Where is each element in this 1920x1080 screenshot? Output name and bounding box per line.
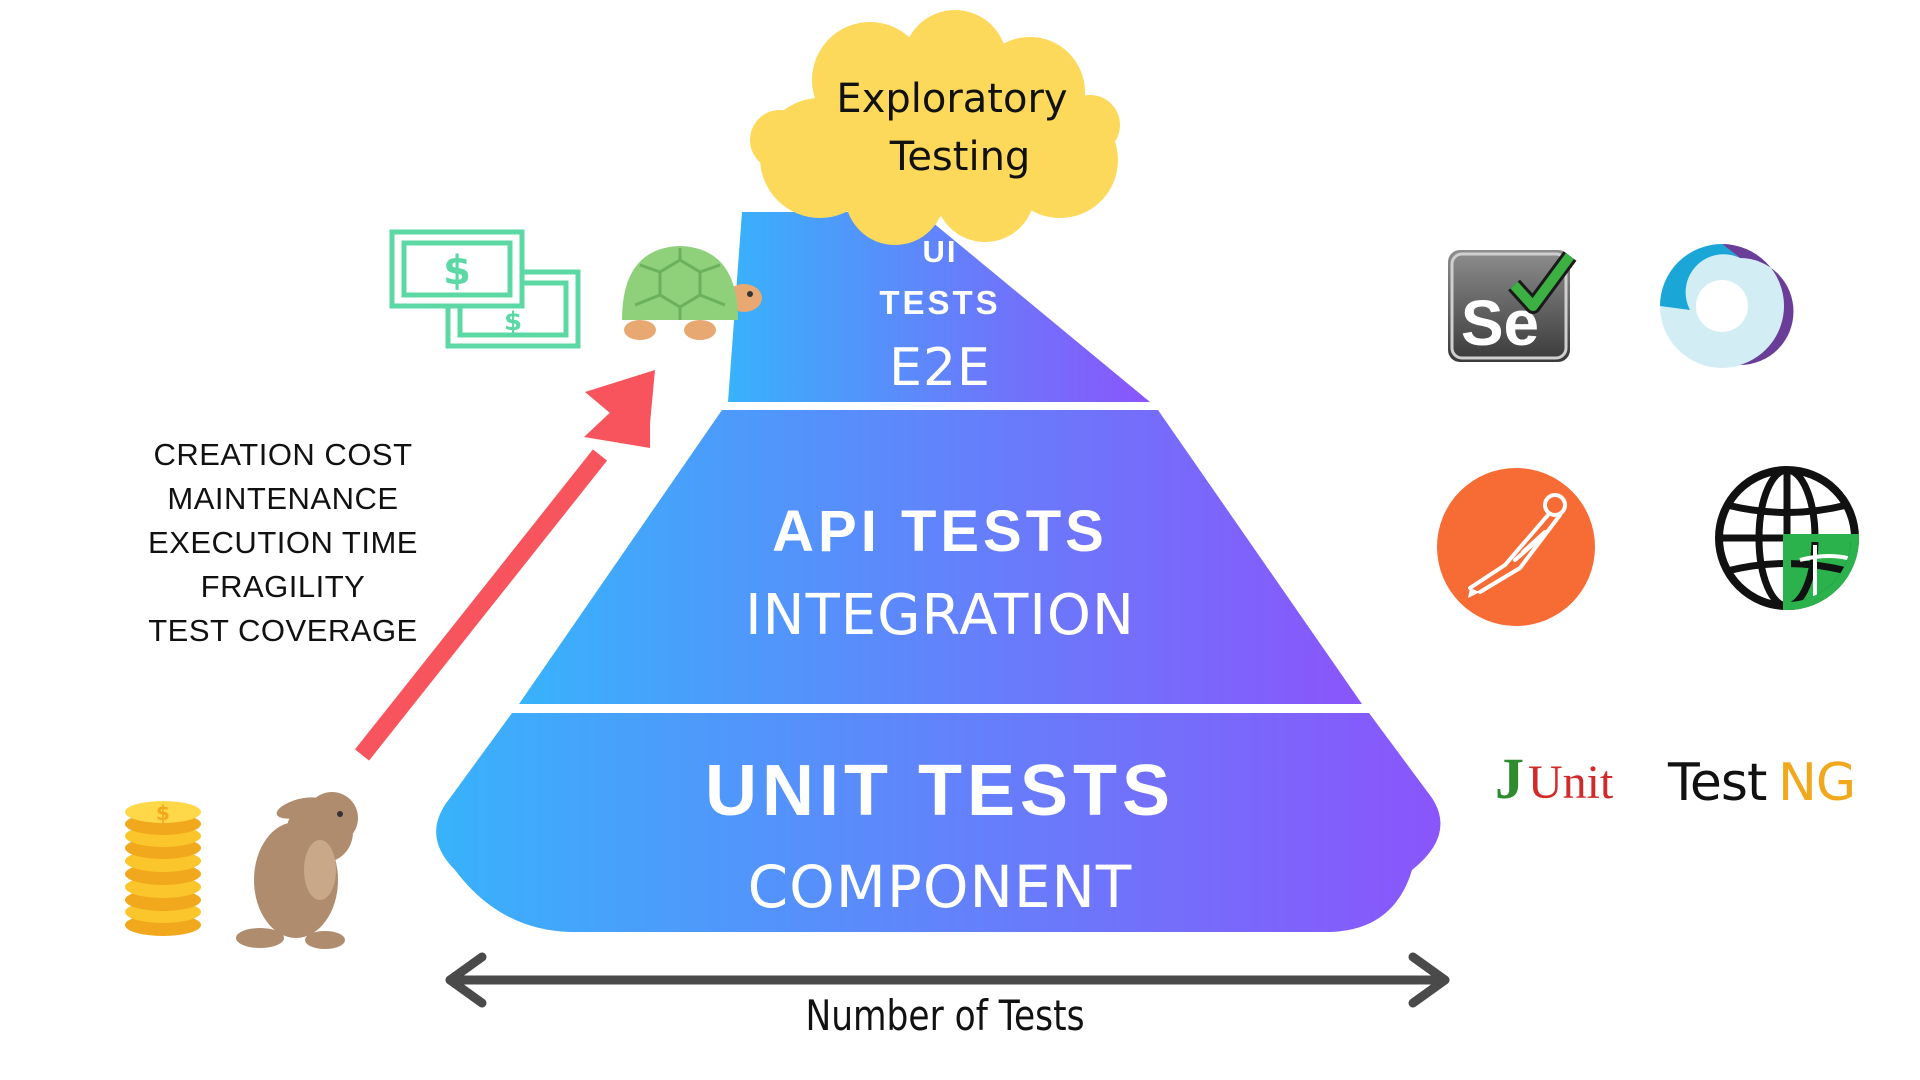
factor-maintenance: MAINTENANCE bbox=[167, 481, 399, 516]
unit-tests-label: UNIT TESTS bbox=[705, 751, 1175, 831]
exploratory-cloud bbox=[750, 10, 1120, 245]
double-arrow-icon bbox=[445, 952, 1450, 1008]
pyramid-tier-ui bbox=[728, 212, 1150, 402]
testng-logo-icon: Test NG bbox=[1667, 753, 1856, 813]
pyramid-tier-unit bbox=[436, 713, 1441, 932]
axis-label: Number of Tests bbox=[805, 992, 1084, 1041]
integration-label: INTEGRATION bbox=[745, 583, 1135, 648]
api-tests-label: API TESTS bbox=[772, 499, 1108, 564]
testng-test: Test bbox=[1667, 753, 1767, 813]
cypress-logo-icon bbox=[1660, 244, 1794, 368]
svg-text:$: $ bbox=[504, 307, 522, 337]
junit-unit: Unit bbox=[1528, 756, 1614, 809]
ui-tests-label-1: UI bbox=[923, 234, 958, 269]
ui-tests-label-2: TESTS bbox=[879, 284, 1000, 321]
globe-logo-icon bbox=[1715, 466, 1860, 611]
increase-arrow-icon bbox=[354, 370, 655, 761]
coin-stack-icon: $ bbox=[125, 801, 201, 936]
component-label: COMPONENT bbox=[748, 853, 1133, 921]
rabbit-icon bbox=[236, 792, 358, 949]
junit-j: J bbox=[1495, 746, 1524, 811]
turtle-icon bbox=[622, 246, 762, 340]
pyramid-tier-api bbox=[519, 410, 1362, 704]
testng-ng: NG bbox=[1778, 753, 1855, 813]
selenium-logo-icon: Se bbox=[1448, 250, 1577, 362]
factor-fragility: FRAGILITY bbox=[200, 569, 366, 604]
factor-creation-cost: CREATION COST bbox=[153, 437, 413, 472]
junit-logo-icon: J Unit bbox=[1495, 746, 1614, 811]
money-bills-icon: $ $ bbox=[389, 229, 581, 349]
cloud-label-1: Exploratory bbox=[836, 76, 1067, 122]
test-pyramid bbox=[436, 212, 1441, 932]
cost-factors-list: CREATION COST MAINTENANCE EXECUTION TIME… bbox=[128, 433, 438, 653]
cloud-label-2: Testing bbox=[889, 134, 1031, 180]
e2e-label: E2E bbox=[889, 338, 991, 398]
svg-text:$: $ bbox=[443, 248, 471, 294]
factor-execution-time: EXECUTION TIME bbox=[148, 525, 418, 560]
factor-test-coverage: TEST COVERAGE bbox=[148, 613, 418, 648]
svg-text:$: $ bbox=[156, 801, 170, 825]
postman-logo-icon bbox=[1437, 468, 1595, 626]
